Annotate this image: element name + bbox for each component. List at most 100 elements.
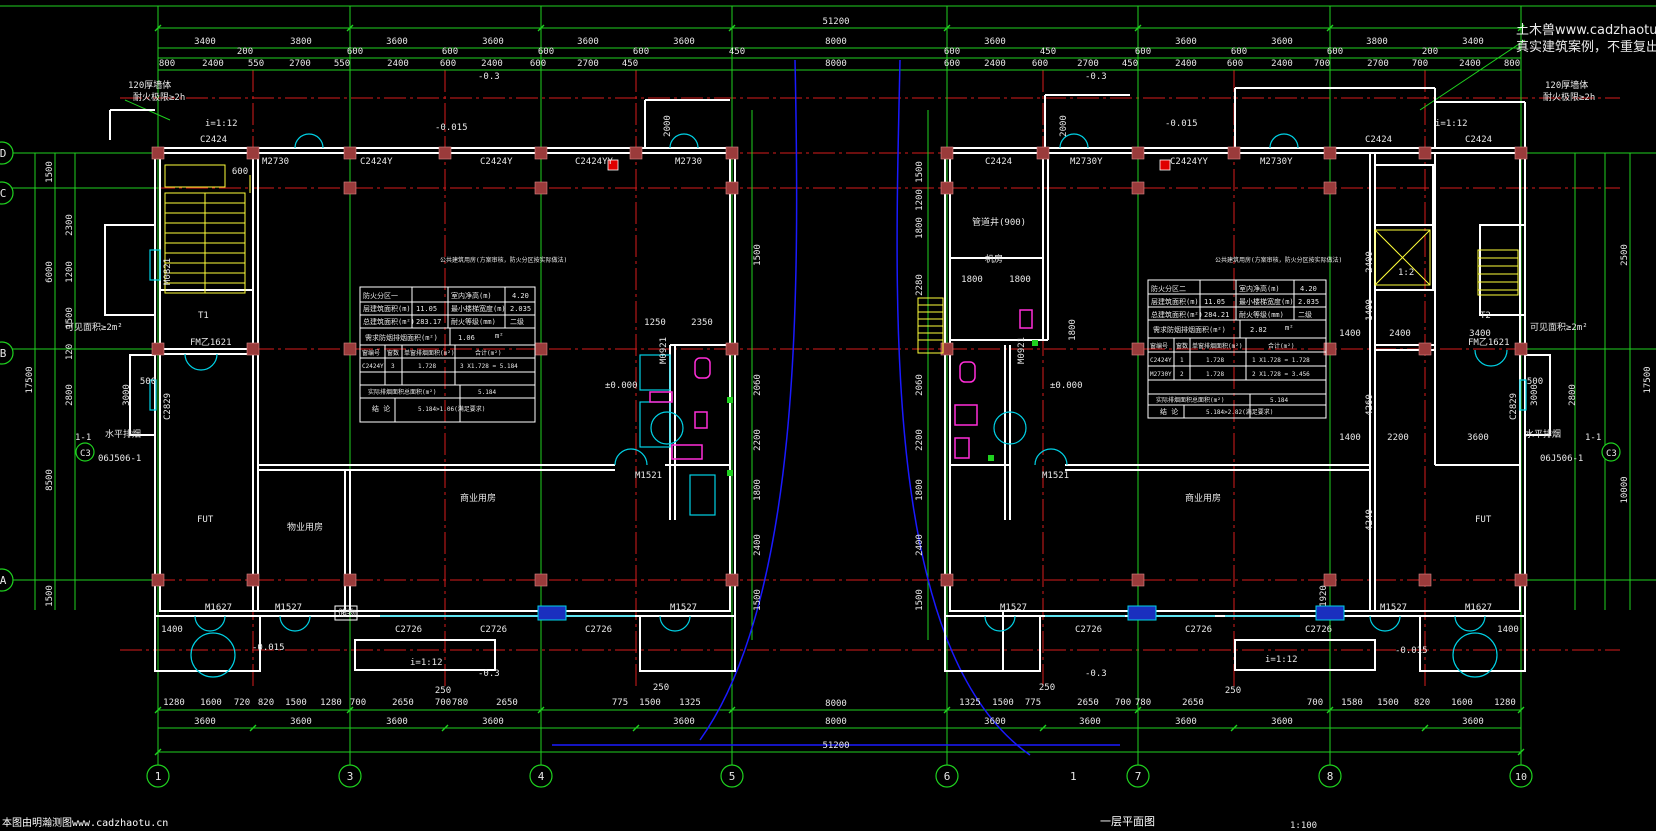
dim-top-l3: 550 <box>248 59 264 69</box>
dim-bot-l1: 1500 <box>285 698 307 708</box>
dim-mid-r: 2280 <box>915 274 925 296</box>
dim-top-r3: 450 <box>1122 59 1138 69</box>
fire-note-left: 耐火极限≥2h <box>133 91 185 103</box>
door-tag: FM乙1621 <box>1468 337 1510 348</box>
dim-bot-r1: 775 <box>1025 698 1041 708</box>
dim-left: 2300 <box>65 214 75 236</box>
dim-overall-bottom: 51200 <box>822 741 849 751</box>
dim-top-l3: 800 <box>159 59 175 69</box>
dim-top-r3: 2700 <box>1077 59 1099 69</box>
dim-top-r3: 2400 <box>1175 59 1197 69</box>
dim-bot-r1: 1500 <box>992 698 1014 708</box>
dim-bot-r1: 2650 <box>1182 698 1204 708</box>
dim-bot-l2: 3600 <box>194 717 216 727</box>
tbl-r-r3c1: 总建筑面积(m²) <box>1151 310 1203 319</box>
dim-top-l3: 2400 <box>481 59 503 69</box>
ref-left: 1-1 <box>75 433 91 443</box>
dim-top-r3: 2700 <box>1367 59 1389 69</box>
row-axis-label: B <box>0 347 7 360</box>
dim-top-r2: 600 <box>944 47 960 57</box>
tbl-r-r3c3: 耐火等级(mm) <box>1239 310 1284 319</box>
dim-top-r3: 2400 <box>1271 59 1293 69</box>
dim-1400l: 1400 <box>161 625 183 635</box>
dim-mid-r: 2400 <box>915 534 925 556</box>
tbl-l-r1c2: 室内净高(m) <box>451 291 492 300</box>
ref-code-right: 06J506-1 <box>1540 454 1583 464</box>
structural-columns <box>151 146 1528 587</box>
dim-bot-r1: 780 <box>1135 698 1151 708</box>
axis-bubbles <box>0 141 1621 788</box>
drawing-scale: 1:100 <box>1290 821 1317 831</box>
dim-mid-l: 2060 <box>753 374 763 396</box>
dim-600l: 600 <box>232 167 248 177</box>
dim-bot-l2: 3600 <box>482 717 504 727</box>
dim-top-l1: 3400 <box>194 37 216 47</box>
dim-right-inner: 4240 <box>1365 509 1375 531</box>
vent-left: 可见面积≥2m² <box>65 321 123 333</box>
dim-mid-r: 2200 <box>915 429 925 451</box>
tbl-l-r2c3: 最小楼梯宽度(m) <box>451 304 506 313</box>
elev-ext-bot-left: -0.3 <box>478 669 500 679</box>
window-tag: C2726 <box>585 625 612 635</box>
dim-bot-r1: 1600 <box>1451 698 1473 708</box>
drawing-title: 一层平面图 <box>1100 815 1155 828</box>
tbl-r-r8c2: 5.184>2.82(满足要求) <box>1206 408 1273 416</box>
dim-1400r: 1400 <box>1339 329 1361 339</box>
ref-right: 1-1 <box>1585 433 1601 443</box>
dim-top-r3: 700 <box>1314 59 1330 69</box>
dim-mid-r: 2000 <box>1059 115 1069 137</box>
dim-mid-r: 1500 <box>915 589 925 611</box>
dim-top-r1: 3400 <box>1462 37 1484 47</box>
stairs-and-ramps <box>164 164 1519 354</box>
elev-ext-top-right: -0.3 <box>1085 72 1107 82</box>
tbl-r-r6c4: 1 X1.728 = 1.728 <box>1252 357 1310 364</box>
dim-right-inner: 3000 <box>1530 384 1540 406</box>
tbl-l-r6c2: 3 <box>391 363 395 370</box>
dim-right-inner: 1400 <box>1365 299 1375 321</box>
dim-1800b: 1800 <box>1009 275 1031 285</box>
dim-left: 1200 <box>65 261 75 283</box>
window-tag: C2726 <box>1305 625 1332 635</box>
tbl-l-r2c4: 2.035 <box>510 305 531 313</box>
dim-top-l1: 3600 <box>673 37 695 47</box>
tbl-l-r3c3: 耐火等级(mm) <box>451 317 496 326</box>
wall-note-left: 120厚墙体 <box>128 79 171 91</box>
dim-1400r2: 1400 <box>1339 433 1361 443</box>
dim-bot-250b: 250 <box>653 683 669 693</box>
dim-top-l3: 2400 <box>387 59 409 69</box>
slope-tl: i=1:12 <box>205 119 238 129</box>
dim-top-r2: 600 <box>1327 47 1343 57</box>
tbl-r-r1c1: 防火分区二 <box>1151 284 1186 293</box>
dim-1800a: 1800 <box>961 275 983 285</box>
elev-015-tl: -0.015 <box>435 123 468 133</box>
dim-top-l2: 200 <box>237 47 253 57</box>
dim-left: 6000 <box>45 261 55 283</box>
slope-tr: i=1:12 <box>1435 119 1468 129</box>
window-tag: C2424 <box>1465 135 1492 145</box>
dim-mid-l: 1500 <box>753 244 763 266</box>
table-note-right: 公共建筑用房(方案审核，防火分区按实际做法) <box>1215 256 1342 264</box>
tbl-l-r8c1: 结 论 <box>372 404 390 413</box>
dim-left: 2800 <box>65 384 75 406</box>
floor-drains <box>727 340 1038 476</box>
dim-top-r3: 2400 <box>984 59 1006 69</box>
dim-top-l1: 3600 <box>482 37 504 47</box>
hydrants <box>607 159 1171 171</box>
dim-3600r: 3600 <box>1467 433 1489 443</box>
tbl-l-r3c4: 二级 <box>510 317 524 326</box>
dim-top-r2: 600 <box>1231 47 1247 57</box>
tbl-r-r2c1: 层建筑面积(m) <box>1151 297 1199 306</box>
tbl-r-r2c2: 11.05 <box>1204 298 1225 306</box>
center-curves <box>552 59 1120 756</box>
tbl-r-r2c4: 2.035 <box>1298 298 1319 306</box>
window-tag: C2424YY <box>1170 157 1209 167</box>
dim-bot-center-2: 8000 <box>825 717 847 727</box>
smoke-vents <box>334 605 1345 621</box>
dim-right-inner: 2400 <box>1365 251 1375 273</box>
dim-bot-l1: 1280 <box>163 698 185 708</box>
tbl-r-r4c3: m² <box>1285 324 1293 332</box>
door-tag: M2730 <box>262 157 289 167</box>
tbl-r-r5c1: 窗编号 <box>1150 342 1168 350</box>
door-tag: M1527 <box>1000 603 1027 613</box>
dim-2400r: 2400 <box>1389 329 1411 339</box>
